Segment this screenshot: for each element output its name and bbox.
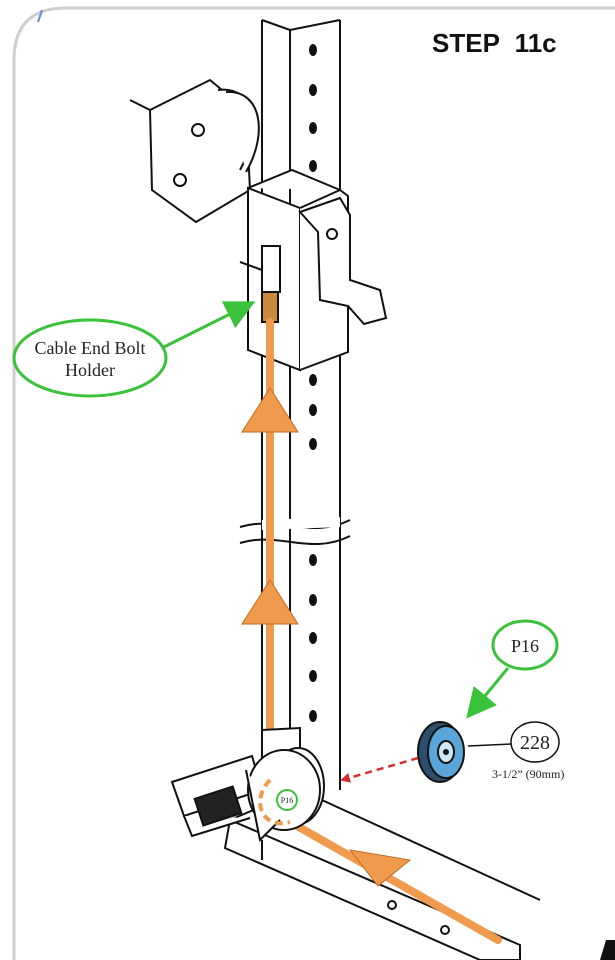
cable-end-callout-arrow bbox=[161, 301, 256, 350]
upright-column bbox=[261, 19, 341, 790]
corner-mark bbox=[600, 940, 615, 960]
loose-pulley bbox=[417, 721, 465, 783]
cable-flow-arrows bbox=[241, 387, 412, 887]
cable-end-bolt-holder bbox=[239, 245, 281, 323]
frame-tick bbox=[37, 9, 43, 23]
part-size: 3-1/2” (90mm) bbox=[492, 767, 564, 781]
cable-end-callout-line1: Cable End Bolt bbox=[35, 338, 146, 358]
install-hint-arrow bbox=[340, 756, 419, 783]
cable-end-callout-bubble bbox=[12, 318, 168, 398]
cable-end-callout-line2: Holder bbox=[65, 360, 115, 380]
pulley-tag-small-label: P16 bbox=[281, 796, 293, 805]
break-gap bbox=[262, 517, 340, 530]
cable-wrap bbox=[258, 778, 291, 826]
top-pulley-bracket bbox=[129, 78, 260, 224]
pulley-tag-small bbox=[276, 789, 298, 811]
part-tag: P16 bbox=[511, 636, 539, 656]
part-number-bubble bbox=[510, 721, 560, 763]
step-title: Step 11c bbox=[432, 28, 557, 58]
part-number: 228 bbox=[520, 732, 550, 754]
column-holes bbox=[309, 44, 317, 722]
part-number-leader bbox=[467, 743, 513, 747]
part-tag-arrow bbox=[466, 667, 510, 719]
page-frame bbox=[12, 6, 615, 960]
part-tag-bubble bbox=[491, 619, 559, 671]
